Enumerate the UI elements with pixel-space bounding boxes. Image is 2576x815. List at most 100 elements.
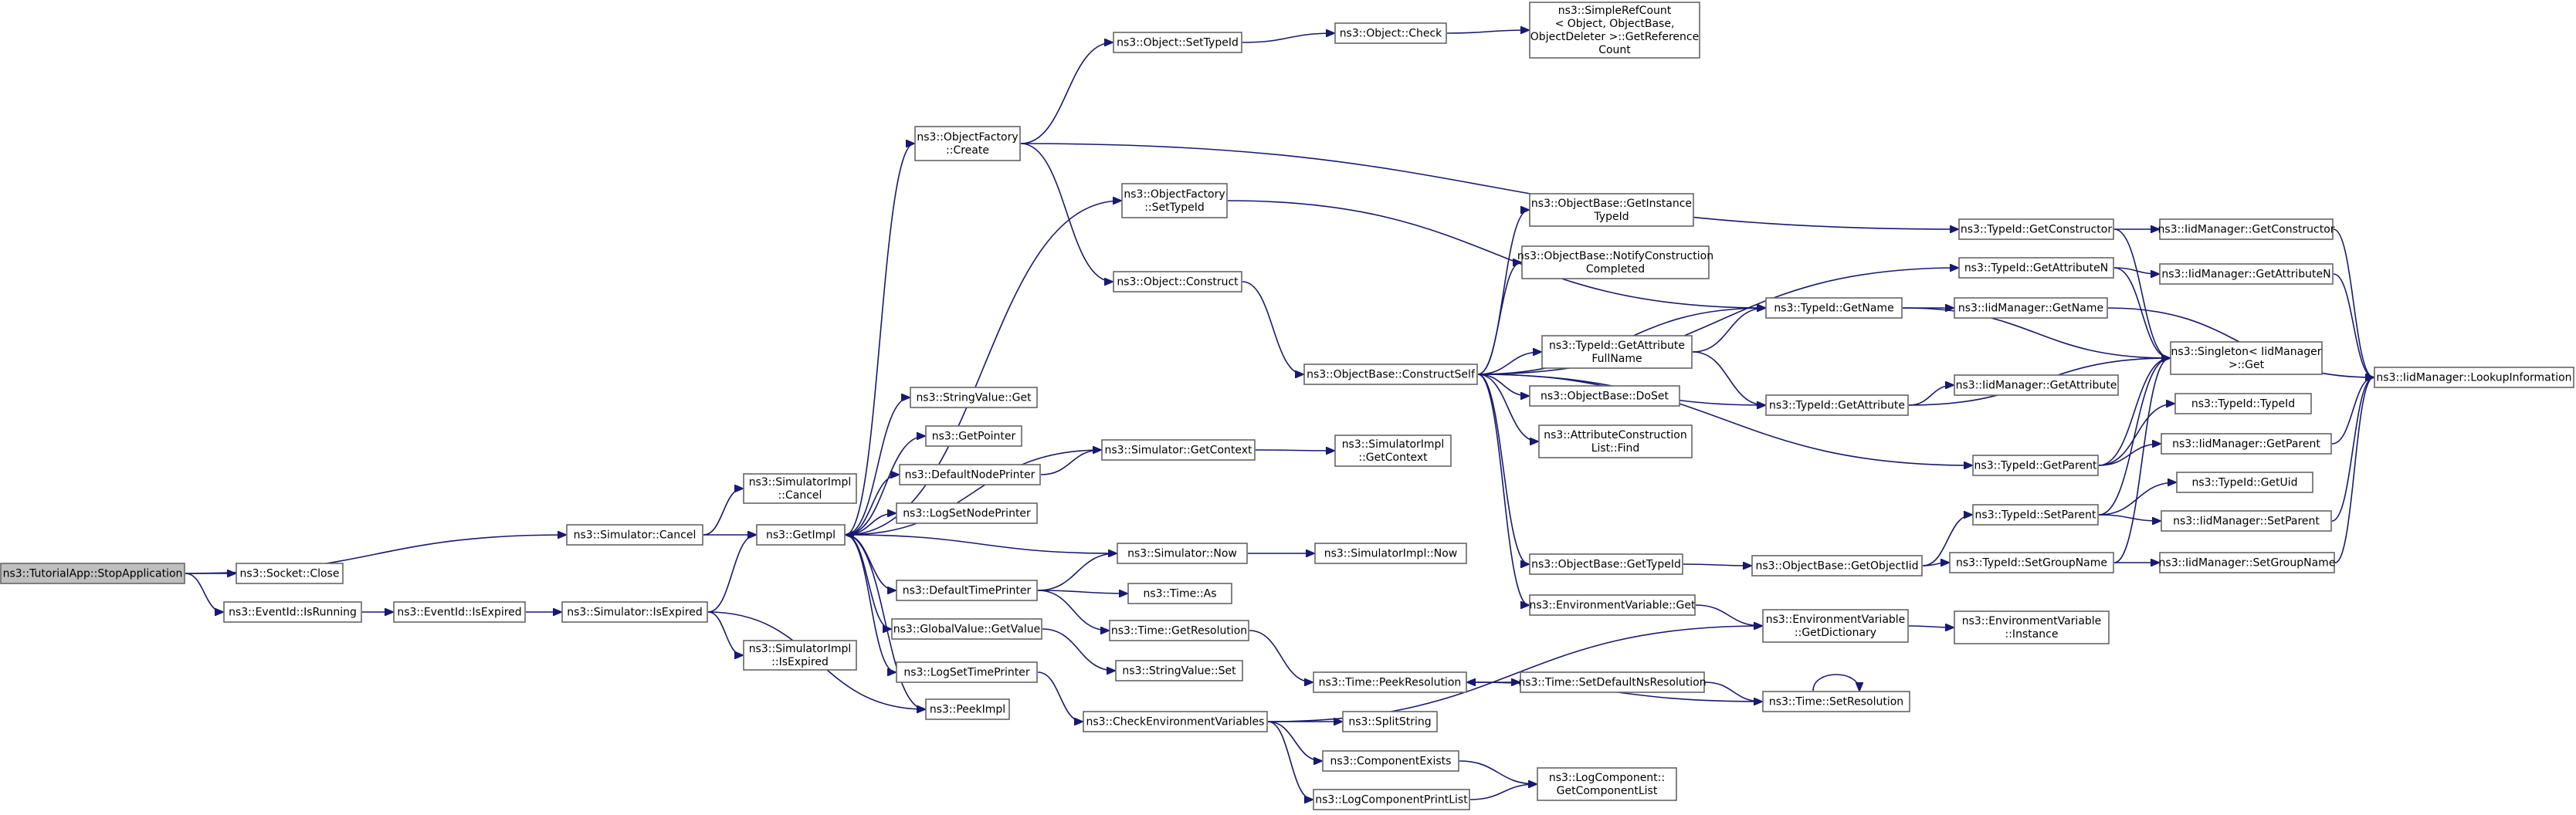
node-eventisexpired[interactable]: ns3::EventId::IsExpired	[393, 601, 526, 623]
node-componentexists[interactable]: ns3::ComponentExists	[1322, 750, 1459, 772]
node-label: ns3::Simulator::IsExpired	[567, 607, 703, 619]
node-typeidsetparent[interactable]: ns3::TypeId::SetParent	[1972, 504, 2099, 526]
edge-typeidsetparent-to-singletonget	[2098, 358, 2170, 516]
node-envvarinstance[interactable]: ns3::EnvironmentVariable::Instance	[1954, 610, 2110, 644]
node-objfactcreate[interactable]: ns3::ObjectFactory::Create	[914, 126, 1021, 161]
node-simisexpired[interactable]: ns3::Simulator::IsExpired	[561, 601, 708, 623]
node-iidgetconstructor[interactable]: ns3::IidManager::GetConstructor	[2157, 218, 2335, 240]
node-simimplisexpired[interactable]: ns3::SimulatorImpl::IsExpired	[743, 640, 857, 671]
edge-defaulttimeprinter-to-timeas	[1037, 590, 1127, 593]
node-defaultnodeprinter[interactable]: ns3::DefaultNodePrinter	[899, 464, 1041, 485]
node-box	[925, 698, 1010, 720]
node-box	[1334, 22, 1447, 44]
node-box	[1529, 385, 1680, 407]
node-stopapp[interactable]: ns3::TutorialApp::StopApplication	[0, 563, 185, 584]
node-singletonget[interactable]: ns3::Singleton< IidManager>::Get	[2170, 341, 2323, 375]
node-box	[756, 524, 846, 546]
node-splitstring[interactable]: ns3::SplitString	[1342, 711, 1438, 732]
node-objfactsettypeid[interactable]: ns3::ObjectFactory::SetTypeId	[1121, 183, 1228, 218]
node-iidgetparent[interactable]: ns3::IidManager::GetParent	[2161, 433, 2332, 455]
node-timesetdefault[interactable]: ns3::Time::SetDefaultNsResolution	[1518, 671, 1707, 693]
node-timepeekres[interactable]: ns3::Time::PeekResolution	[1313, 671, 1467, 693]
node-box	[2161, 433, 2332, 455]
node-label: TypeId	[1593, 211, 1629, 223]
node-box	[1322, 750, 1459, 772]
node-label: ns3::IidManager::GetConstructor	[2157, 224, 2334, 236]
edge-typeidgetparent-to-singletonget	[2098, 358, 2170, 466]
node-socketclose[interactable]: ns3::Socket::Close	[236, 563, 344, 584]
node-logsettimeprinter[interactable]: ns3::LogSetTimePrinter	[896, 661, 1038, 683]
node-typeidgetparent[interactable]: ns3::TypeId::GetParent	[1972, 455, 2099, 476]
node-iidlookup[interactable]: ns3::IidManager::LookupInformation	[2374, 367, 2574, 388]
node-label: ns3::GetImpl	[766, 529, 836, 542]
node-envvarget[interactable]: ns3::EnvironmentVariable::Get	[1529, 594, 1696, 616]
node-getpointer[interactable]: ns3::GetPointer	[925, 425, 1022, 447]
node-typeidsetgroupname[interactable]: ns3::TypeId::SetGroupName	[1949, 552, 2114, 573]
node-iidgetattributen[interactable]: ns3::IidManager::GetAttributeN	[2159, 263, 2334, 285]
node-typeidgetconstructor[interactable]: ns3::TypeId::GetConstructor	[1958, 218, 2114, 240]
node-peekimpl[interactable]: ns3::PeekImpl	[925, 698, 1010, 720]
node-typeidgetuid[interactable]: ns3::TypeId::GetUid	[2176, 472, 2313, 493]
node-iidgetattribute[interactable]: ns3::IidManager::GetAttribute	[1954, 374, 2119, 396]
node-objcheck[interactable]: ns3::Object::Check	[1334, 22, 1447, 44]
node-typeidgetattribute[interactable]: ns3::TypeId::GetAttribute	[1765, 394, 1909, 416]
node-label: ::SetTypeId	[1144, 201, 1205, 214]
node-iidgetname[interactable]: ns3::IidManager::GetName	[1954, 297, 2108, 319]
node-typeidgetname[interactable]: ns3::TypeId::GetName	[1765, 297, 1903, 319]
node-globalvalueget[interactable]: ns3::GlobalValue::GetValue	[891, 618, 1042, 640]
node-box	[1342, 711, 1438, 732]
node-objbaseconstructself[interactable]: ns3::ObjectBase::ConstructSelf	[1303, 364, 1478, 385]
node-logsetnodeprinter[interactable]: ns3::LogSetNodePrinter	[896, 502, 1038, 524]
node-objbasegettypeid[interactable]: ns3::ObjectBase::GetTypeId	[1529, 553, 1683, 575]
edge-defaulttimeprinter-to-simnow	[1037, 553, 1117, 591]
node-box	[1529, 594, 1696, 616]
node-simimplnow[interactable]: ns3::SimulatorImpl::Now	[1314, 543, 1467, 564]
node-box	[2176, 472, 2313, 493]
node-typeidtypeid[interactable]: ns3::TypeId::TypeId	[2174, 393, 2312, 414]
node-box	[1765, 394, 1909, 416]
node-label: List::Find	[1591, 442, 1640, 455]
node-box	[1762, 691, 1910, 712]
node-logcomponentgetlist[interactable]: ns3::LogComponent::GetComponentList	[1537, 767, 1677, 801]
node-simimplcancel[interactable]: ns3::SimulatorImpl::Cancel	[743, 473, 857, 504]
node-typeidgetattributen[interactable]: ns3::TypeId::GetAttributeN	[1958, 257, 2114, 279]
node-timeas[interactable]: ns3::Time::As	[1127, 583, 1232, 604]
node-box	[566, 524, 703, 546]
node-box	[2159, 263, 2334, 285]
node-simimplgetcontext[interactable]: ns3::SimulatorImpl::GetContext	[1334, 435, 1452, 467]
node-iidsetgroupname[interactable]: ns3::IidManager::SetGroupName	[2159, 552, 2336, 573]
node-label: ::Instance	[2005, 628, 2059, 641]
node-simnow[interactable]: ns3::Simulator::Now	[1117, 543, 1248, 564]
node-timesetres[interactable]: ns3::Time::SetResolution	[1762, 691, 1910, 712]
node-objsettypeid[interactable]: ns3::Object::SetTypeId	[1113, 32, 1242, 53]
node-timegetres[interactable]: ns3::Time::GetResolution	[1109, 620, 1249, 641]
node-envvargetdict[interactable]: ns3::EnvironmentVariable::GetDictionary	[1762, 609, 1909, 643]
edge-objbasegetobjectiid-to-typeidsetparent	[1922, 515, 1972, 566]
node-simplerefcount[interactable]: ns3::SimpleRefCount< Object, ObjectBase,…	[1529, 2, 1700, 59]
node-label: ns3::SimulatorImpl	[1342, 438, 1445, 451]
node-simcancel[interactable]: ns3::Simulator::Cancel	[566, 524, 703, 546]
node-box	[1113, 271, 1242, 293]
node-box	[896, 661, 1038, 683]
node-getimpl[interactable]: ns3::GetImpl	[756, 524, 846, 546]
node-label: ns3::Object::SetTypeId	[1117, 37, 1239, 49]
node-defaulttimeprinter[interactable]: ns3::DefaultTimePrinter	[896, 580, 1038, 601]
node-label: ns3::DefaultNodePrinter	[905, 469, 1035, 482]
node-stringvalueget[interactable]: ns3::StringValue::Get	[910, 387, 1038, 408]
node-checkenvvars[interactable]: ns3::CheckEnvironmentVariables	[1083, 711, 1268, 732]
node-label: ns3::Object::Check	[1340, 28, 1442, 40]
edge-getimpl-to-logsettimeprinter	[845, 534, 896, 672]
node-simgetcontext[interactable]: ns3::Simulator::GetContext	[1101, 439, 1256, 461]
node-stringvalueset[interactable]: ns3::StringValue::Set	[1115, 660, 1243, 681]
node-objbasedoset[interactable]: ns3::ObjectBase::DoSet	[1529, 385, 1680, 407]
node-iidsetparent[interactable]: ns3::IidManager::SetParent	[2161, 510, 2332, 532]
node-objconstruct[interactable]: ns3::Object::Construct	[1113, 271, 1242, 293]
node-logcomponentprintlist[interactable]: ns3::LogComponentPrintList	[1313, 789, 1470, 810]
node-objbasenotify[interactable]: ns3::ObjectBase::NotifyConstructionCompl…	[1517, 245, 1713, 279]
node-objbasegetobjectiid[interactable]: ns3::ObjectBase::GetObjectIid	[1751, 555, 1923, 577]
edge-iidsetgroupname-to-iidlookup	[2334, 377, 2374, 563]
node-eventisrunning[interactable]: ns3::EventId::IsRunning	[223, 601, 362, 623]
